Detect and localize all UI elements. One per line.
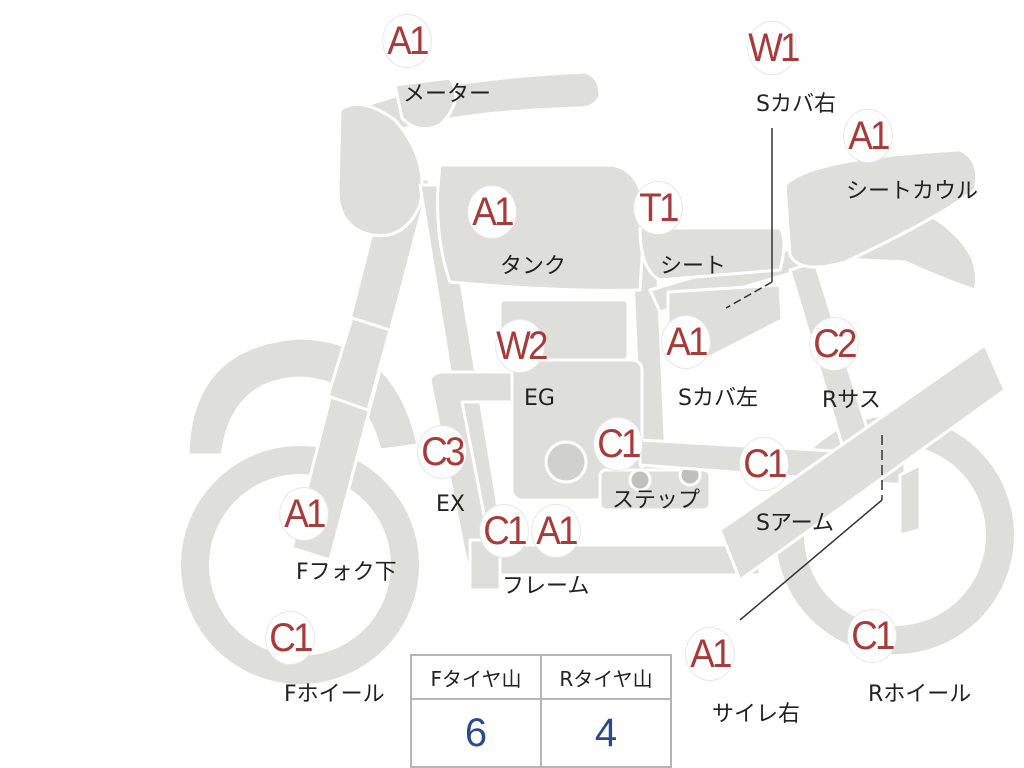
- front-tire-value: 6: [410, 698, 542, 768]
- frame-grade-badge-b: A1: [532, 505, 580, 557]
- swing-arm-label: Sアーム: [756, 511, 834, 536]
- side-cover-l-grade-badge: A1: [662, 316, 710, 368]
- side-cover-r-leader-dash: [725, 281, 773, 309]
- step-grade-badge: C1: [594, 418, 642, 470]
- meter-grade-badge: A1: [383, 15, 431, 67]
- silencer-r-grade-badge: A1: [686, 628, 734, 680]
- side-cover-r-label: Sカバ右: [756, 92, 836, 117]
- meter-shape: [393, 76, 458, 131]
- meter-label: メーター: [403, 82, 492, 107]
- seat-grade-badge: T1: [634, 182, 682, 234]
- silencer-r-label: サイレ右: [712, 702, 801, 727]
- engine-grade-badge: W2: [496, 320, 549, 372]
- front-wheel-grade-badge: C1: [266, 612, 314, 664]
- silencer-shape: [718, 343, 1007, 582]
- fork-lower-grade-badge: A1: [280, 488, 328, 540]
- swing-arm-grade-badge: C1: [740, 438, 788, 490]
- tire-tread-table: Fタイヤ山 Rタイヤ山 6 4: [410, 654, 672, 768]
- rear-sus-grade-badge: C2: [810, 318, 858, 370]
- front-wheel-label: Fホイール: [284, 682, 385, 707]
- silencer-r-leader-2: [739, 499, 883, 621]
- rear-wheel-label: Rホイール: [868, 682, 972, 707]
- engine-label: EG: [524, 386, 555, 411]
- front-wheel-shape: [181, 446, 419, 684]
- frame-label: フレーム: [502, 574, 590, 599]
- seat-label: シート: [660, 254, 727, 279]
- rear-wheel-grade-badge: C1: [848, 610, 896, 662]
- seat-cowl-label: シートカウル: [846, 179, 979, 204]
- exhaust-grade-badge: C3: [418, 426, 466, 478]
- tank-grade-badge: A1: [468, 186, 516, 238]
- exhaust-label: EX: [436, 492, 465, 517]
- silencer-end-shape: [898, 463, 922, 537]
- side-cover-r-grade-badge: W1: [748, 22, 801, 74]
- rear-sus-label: Rサス: [822, 388, 881, 413]
- rear-tire-value: 4: [540, 698, 672, 768]
- rear-fender-shape: [818, 213, 978, 292]
- side-cover-l-label: Sカバ左: [678, 386, 758, 411]
- seat-cowl-shape: [783, 148, 979, 269]
- tank-label: タンク: [500, 254, 567, 279]
- fork-lower-label: Fフォク下: [296, 560, 397, 585]
- rear-tire-header: Rタイヤ山: [540, 654, 672, 700]
- seat-cowl-grade-badge: A1: [844, 110, 892, 162]
- fork-guard-shape: [326, 316, 392, 412]
- engine-cover-shape: [544, 440, 588, 484]
- frame-grade-badge-a: C1: [480, 505, 528, 557]
- step-label: ステップ: [612, 488, 701, 513]
- seat-shape: [638, 226, 786, 282]
- headlight-shape: [336, 102, 424, 238]
- front-tire-header: Fタイヤ山: [410, 654, 542, 700]
- step-peg-left: [628, 468, 652, 492]
